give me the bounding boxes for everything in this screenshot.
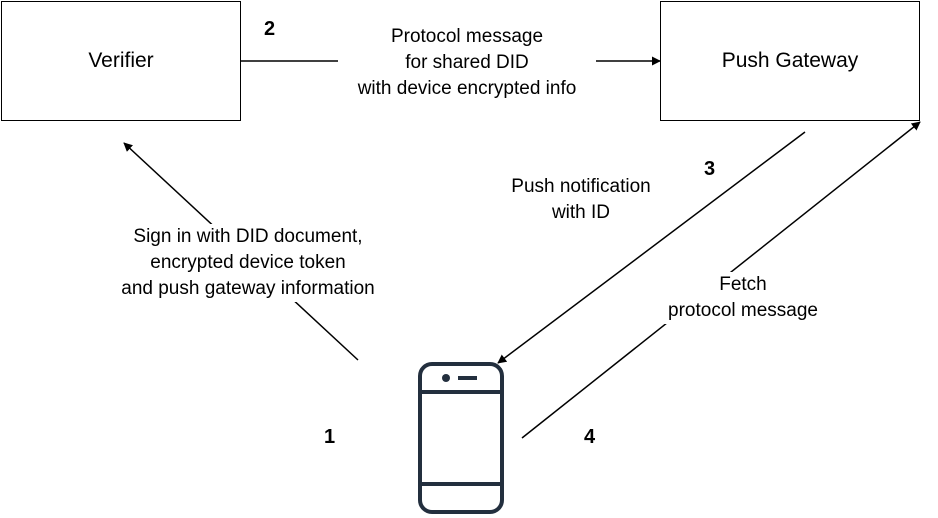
step-2-number: 2 [264,18,276,40]
push-gateway-label: Push Gateway [721,49,859,72]
step-1-number: 1 [324,426,336,448]
step-4-number: 4 [584,426,596,448]
verifier-label: Verifier [88,49,154,72]
verifier-node: Verifier [1,1,241,121]
protocol-message-label: Protocol message for shared DID with dev… [338,24,596,102]
push-gateway-node: Push Gateway [660,1,920,121]
edge-push-notification [497,131,806,364]
sign-in-label: Sign in with DID document, encrypted dev… [100,224,396,302]
fetch-label: Fetch protocol message [654,272,832,324]
smartphone-icon [418,362,504,514]
step-3-number: 3 [704,158,716,180]
push-notification-label: Push notification with ID [497,174,665,226]
